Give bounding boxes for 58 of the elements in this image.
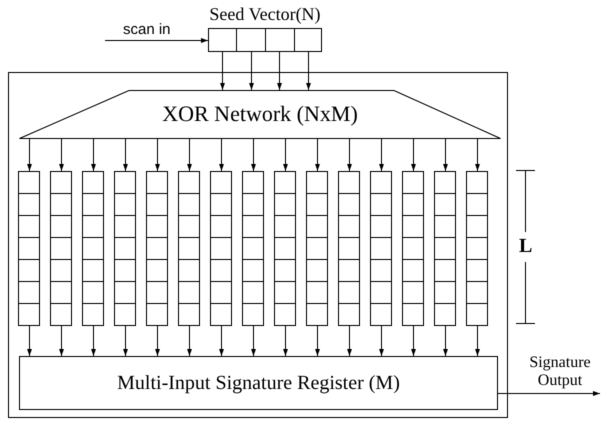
- shift-register-column: [210, 171, 232, 326]
- block-label: XOR Network (NxM): [162, 101, 358, 127]
- arrow: [443, 138, 448, 172]
- arrow: [27, 326, 32, 356]
- arrow: [475, 326, 480, 356]
- arrow: [411, 326, 416, 356]
- shift-register-column: [274, 171, 296, 326]
- arrow: [123, 326, 128, 356]
- arrow: [277, 52, 282, 90]
- dimension-label: L: [519, 235, 532, 258]
- arrow: [315, 138, 320, 172]
- arrow: [155, 138, 160, 172]
- signature-register-block: Multi-Input Signature Register (M): [19, 356, 498, 410]
- chip-boundary: [8, 72, 508, 418]
- shift-register-column: [178, 171, 200, 326]
- shift-register-column: [146, 171, 168, 326]
- arrow: [475, 138, 480, 172]
- arrow: [347, 326, 352, 356]
- arrow: [104, 38, 208, 43]
- arrow: [187, 326, 192, 356]
- arrow: [251, 326, 256, 356]
- arrow: [249, 52, 254, 90]
- arrow: [251, 138, 256, 172]
- shift-register-column: [434, 171, 456, 326]
- shift-register-column: [50, 171, 72, 326]
- arrow: [411, 138, 416, 172]
- arrow: [443, 326, 448, 356]
- arrow: [27, 138, 32, 172]
- arrow: [59, 326, 64, 356]
- arrow: [123, 138, 128, 172]
- input-label: scan in: [123, 21, 171, 38]
- shift-register-column: [306, 171, 328, 326]
- arrow: [379, 138, 384, 172]
- shift-register-column: [466, 171, 488, 326]
- arrow: [306, 52, 311, 90]
- arrow: [498, 391, 600, 396]
- shift-register-column: [338, 171, 360, 326]
- shift-register-column: [18, 171, 40, 326]
- shift-register-column: [82, 171, 104, 326]
- shift-register-column: [402, 171, 424, 326]
- arrow: [91, 138, 96, 172]
- register-title: Seed Vector(N): [208, 4, 322, 25]
- shift-register-column: [242, 171, 264, 326]
- arrow: [219, 326, 224, 356]
- arrow: [283, 138, 288, 172]
- shift-register-column: [370, 171, 392, 326]
- arrow: [315, 326, 320, 356]
- arrow: [155, 326, 160, 356]
- xor-network-block: [19, 90, 501, 139]
- arrow: [91, 326, 96, 356]
- arrow: [220, 52, 225, 90]
- arrow: [379, 326, 384, 356]
- arrow: [347, 138, 352, 172]
- arrow: [59, 138, 64, 172]
- arrow: [283, 326, 288, 356]
- shift-register-column: [114, 171, 136, 326]
- arrow: [187, 138, 192, 172]
- arrow: [219, 138, 224, 172]
